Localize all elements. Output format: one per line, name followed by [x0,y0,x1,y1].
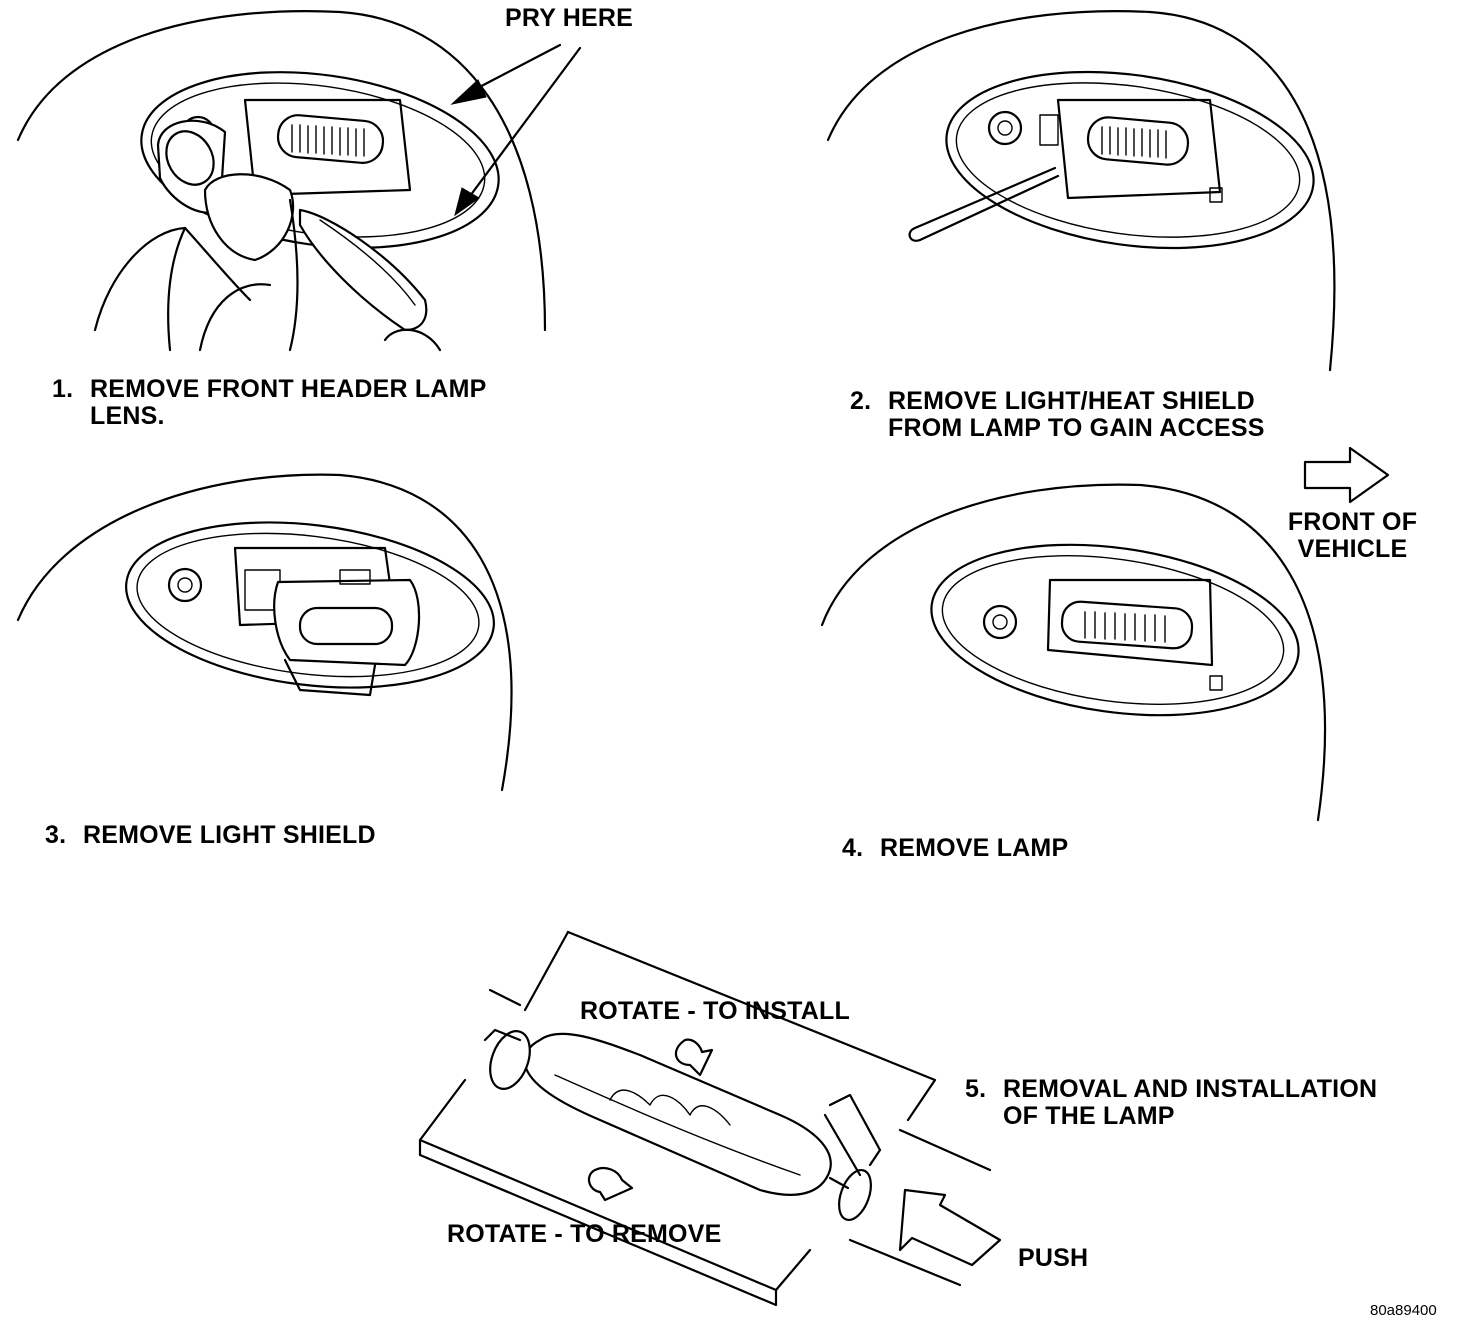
rotate-install-callout: ROTATE - TO INSTALL [580,997,850,1025]
figure-id: 80a89400 [1370,1302,1437,1319]
push-arrow [898,1188,1002,1267]
step-2-number: 2. [850,387,872,415]
step-3-caption: 3. REMOVE LIGHT SHIELD [45,822,376,849]
front-of-vehicle-label: FRONT OF VEHICLE [1280,509,1425,563]
step-5-line-2: OF THE LAMP [1003,1102,1175,1130]
step-1-number: 1. [52,375,74,403]
front-of-vehicle-arrow [1303,446,1390,504]
step-2-line-2: FROM LAMP TO GAIN ACCESS [888,414,1265,442]
step-1-line-1: REMOVE FRONT HEADER LAMP [90,375,487,403]
step-3-number: 3. [45,821,67,849]
step-5-caption: 5. REMOVAL AND INSTALLATION OF THE LAMP [965,1076,1377,1130]
step-2-caption: 2. REMOVE LIGHT/HEAT SHIELD FROM LAMP TO … [850,388,1265,442]
front-of-vehicle-line-1: FRONT OF [1287,508,1418,536]
panel-1-illustration [16,10,582,352]
step-1-caption: 1. REMOVE FRONT HEADER LAMP LENS. [52,376,486,430]
step-4-line-1: REMOVE LAMP [880,834,1069,862]
step-5-line-1: REMOVAL AND INSTALLATION [1003,1075,1378,1103]
panel-5-illustration [418,930,1002,1307]
step-5-number: 5. [965,1075,987,1103]
step-2-line-1: REMOVE LIGHT/HEAT SHIELD [888,387,1255,415]
step-4-caption: 4. REMOVE LAMP [842,835,1068,862]
panel-4-illustration [820,483,1327,822]
panel-2-illustration [826,10,1336,372]
step-4-number: 4. [842,834,864,862]
push-callout: PUSH [1018,1244,1089,1272]
step-1-line-2: LENS. [90,402,165,430]
pry-here-callout: PRY HERE [505,4,634,32]
panel-3-illustration [16,473,513,792]
rotate-remove-callout: ROTATE - TO REMOVE [447,1220,722,1248]
step-3-line-1: REMOVE LIGHT SHIELD [83,821,376,849]
front-of-vehicle-line-2: VEHICLE [1297,535,1408,563]
